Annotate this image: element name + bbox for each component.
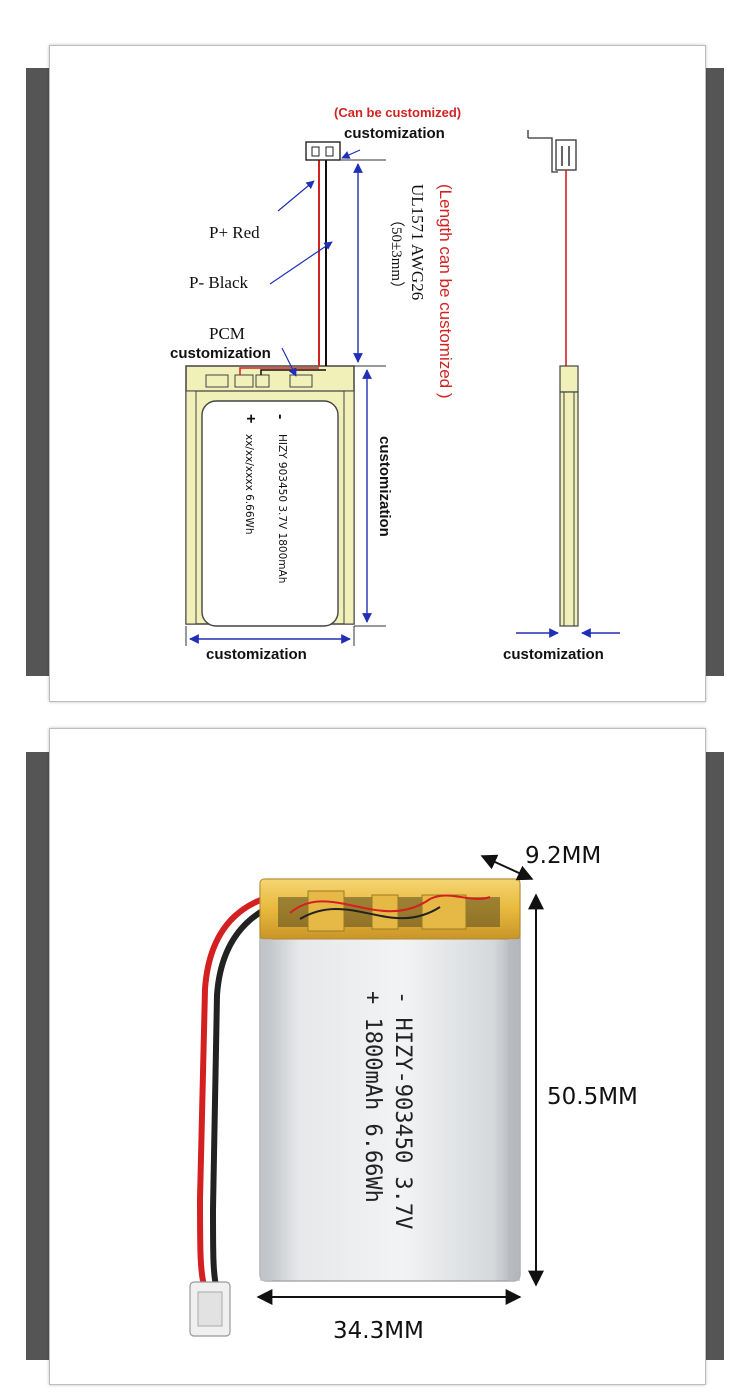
- technical-drawing-panel: - + HIZY 903450 3.7V 1800mAh xx/xx/xxxx …: [49, 45, 706, 702]
- height-customization-label: customization: [376, 436, 393, 537]
- width-customization-label: customization: [206, 646, 307, 663]
- wires: [239, 160, 327, 375]
- length-customizable-note: (Length can be customized ): [436, 184, 455, 399]
- dimension-arrows: [189, 163, 620, 644]
- cell-marking-line2: + 1800mAh 6.66Wh: [360, 991, 385, 1203]
- thickness-customization-label: customization: [503, 646, 604, 663]
- dimension-arrows: [256, 854, 544, 1305]
- technical-drawing: - + HIZY 903450 3.7V 1800mAh xx/xx/xxxx …: [170, 105, 620, 663]
- pcm-label: PCM: [209, 324, 245, 343]
- frame-left-bottom: [26, 752, 52, 1360]
- cell-plus-sign: +: [242, 414, 259, 423]
- jst-connector-icon: [189, 1281, 231, 1337]
- product-dimensions-panel: - HIZY-903450 3.7V + 1800mAh 6.66Wh 9.2M…: [49, 728, 706, 1385]
- connector-icon: [305, 141, 341, 161]
- frame-left-top: [26, 68, 52, 676]
- width-dimension-label: 34.3MM: [333, 1318, 424, 1344]
- leader-arrows: [269, 149, 361, 377]
- cell-text-line2: xx/xx/xxxx 6.66Wh: [243, 434, 255, 535]
- title-can-be-customized: (Can be customized): [334, 105, 461, 120]
- battery-side-view: [527, 130, 579, 627]
- pcm-customization-label: customization: [170, 345, 271, 362]
- p-plus-red-label: P+ Red: [209, 223, 260, 242]
- thickness-dimension-label: 9.2MM: [525, 843, 601, 869]
- cell-marking-line1: - HIZY-903450 3.7V: [390, 991, 415, 1229]
- wire-spec-line2: （50±3mm）: [388, 212, 405, 296]
- battery-front-view: [185, 365, 355, 627]
- product-illustration: - HIZY-903450 3.7V + 1800mAh 6.66Wh 9.2M…: [189, 843, 638, 1344]
- wire-spec-line1: UL1571 AWG26: [408, 184, 427, 300]
- battery-cell: [259, 878, 521, 1282]
- dimension-lines: [185, 159, 386, 646]
- height-dimension-label: 50.5MM: [547, 1084, 638, 1110]
- cell-text-line1: HIZY 903450 3.7V 1800mAh: [276, 434, 288, 583]
- cell-minus-sign: -: [272, 414, 289, 419]
- connector-customization-label: customization: [344, 125, 445, 142]
- p-minus-black-label: P- Black: [189, 273, 249, 292]
